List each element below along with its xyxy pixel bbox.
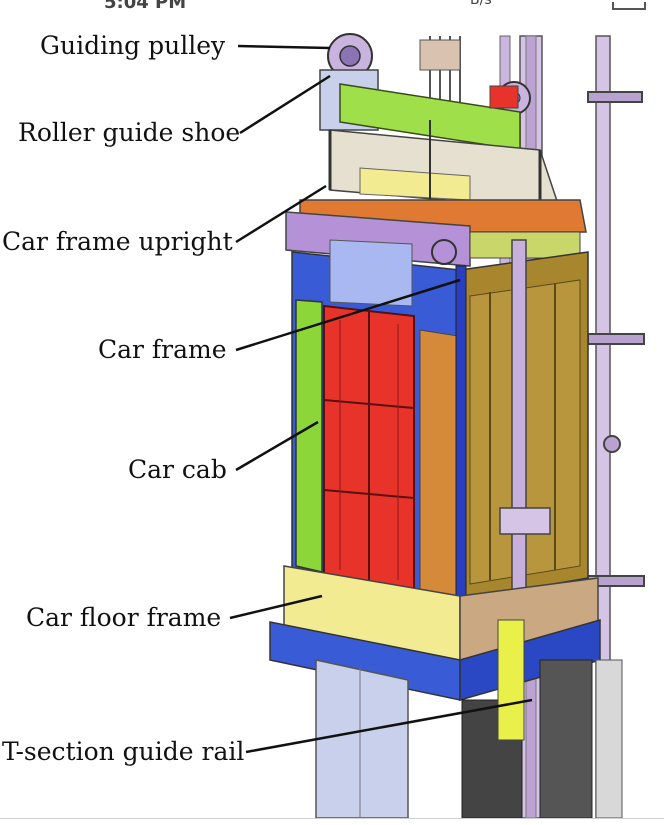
status-time: 5:04 PM [104,0,187,13]
label-t-section-guide-rail: T-section guide rail [2,737,245,766]
network-speed-unit: B/s [470,0,492,8]
leader-t-section-guide-rail [245,698,533,754]
status-bar: 5:04 PM B/s [0,0,664,14]
leader-roller-guide-shoe [239,74,331,135]
roller-guide-shoe-assembly [319,39,521,151]
rail-brackets [587,91,645,587]
car-door [323,304,415,592]
label-car-floor-frame: Car floor frame [26,603,222,632]
label-car-frame-upright: Car frame upright [2,227,233,256]
leader-guiding-pulley [237,44,331,50]
label-guiding-pulley: Guiding pulley [40,31,226,60]
label-car-frame: Car frame [98,335,227,364]
bottom-divider [0,818,664,819]
leader-car-frame-upright [235,184,327,244]
car-floor-frame [269,565,601,701]
leader-car-cab [235,420,319,472]
leader-car-floor-frame [229,594,323,620]
leader-car-frame [235,278,461,352]
battery-icon [612,2,646,10]
lower-structure [315,619,623,819]
label-roller-guide-shoe: Roller guide shoe [18,118,241,147]
car-frame [499,239,551,641]
label-car-cab: Car cab [128,455,227,484]
leader-lines [229,44,533,754]
